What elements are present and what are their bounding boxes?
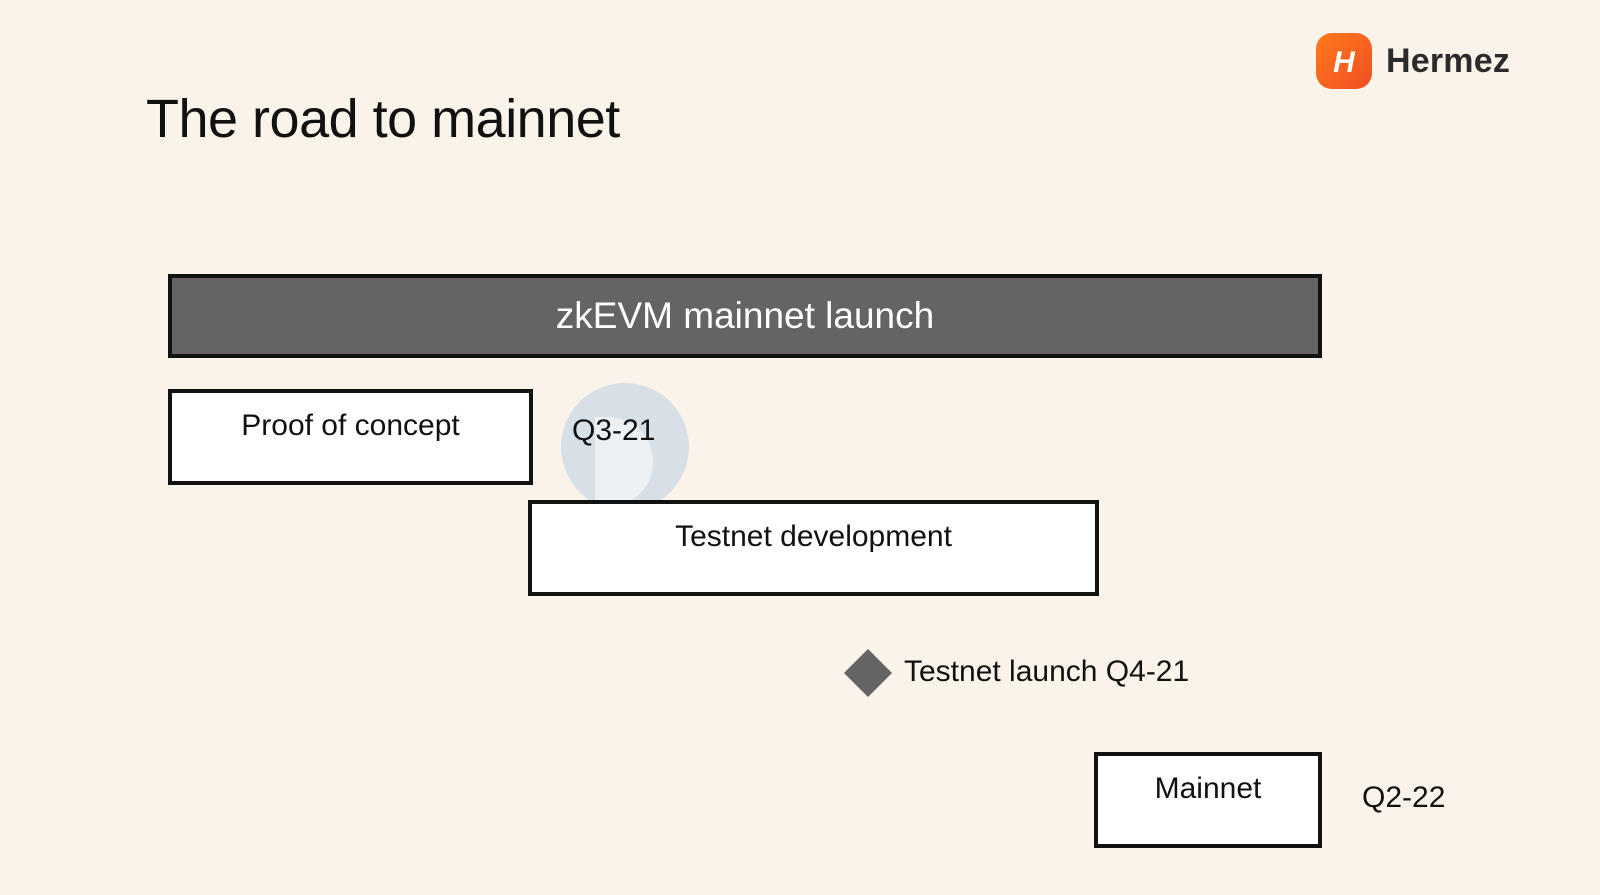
hermez-logo-icon: H — [1316, 33, 1372, 89]
phase-zkevm-mainnet-launch: zkEVM mainnet launch — [168, 274, 1322, 358]
logo-text: Hermez — [1386, 41, 1511, 80]
logo-mark-letter: H — [1333, 46, 1356, 79]
phase-mainnet: Mainnet — [1094, 752, 1322, 848]
watermark-logo-icon — [561, 383, 689, 511]
phase-testnet-development: Testnet development — [528, 500, 1099, 596]
phase-mainnet-date: Q2-22 — [1362, 781, 1446, 814]
milestone-diamond-icon — [843, 648, 893, 698]
phase-mainnet-label: Mainnet — [1154, 772, 1262, 805]
phase-poc-date: Q3-21 — [572, 414, 656, 447]
slide-title: The road to mainnet — [146, 89, 620, 149]
phase-poc-label: Proof of concept — [241, 409, 460, 442]
phase-testnet-label: Testnet development — [675, 520, 952, 553]
phase-proof-of-concept: Proof of concept — [168, 389, 533, 485]
milestone-label: Testnet launch Q4-21 — [904, 655, 1190, 688]
phase-main-label: zkEVM mainnet launch — [555, 295, 935, 336]
hermez-logo: H Hermez — [1316, 33, 1510, 89]
